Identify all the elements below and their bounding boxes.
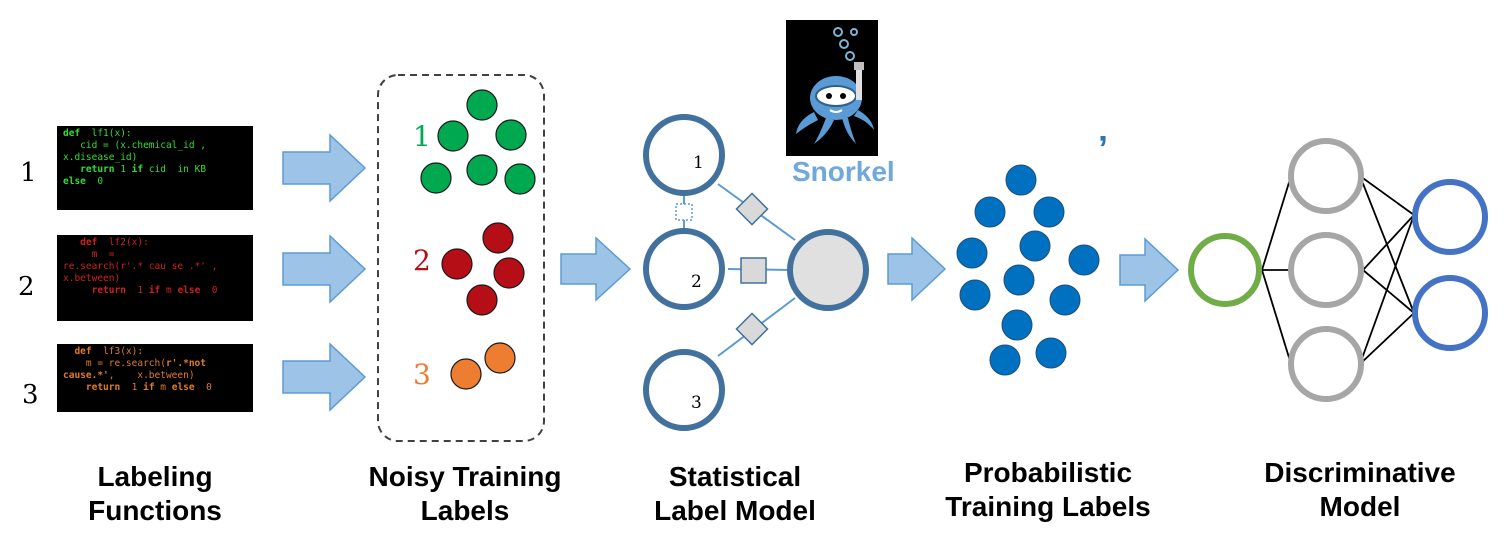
code-text: m [154, 382, 172, 393]
arrow-icon [887, 236, 947, 302]
code-text: re.search(r'.* cau se .*' , [63, 261, 218, 272]
code-line: x.between) [63, 273, 247, 285]
code-line: m = re.search(r'.*not [63, 358, 247, 370]
code-keyword: cause.*' [63, 370, 109, 381]
caption-labeling-functions: Labeling Functions [55, 460, 255, 528]
code-line: return 1 if m else 0 [63, 382, 247, 394]
caption-label-model-line2: Label Model [654, 495, 816, 526]
code-line: m = [63, 249, 247, 261]
code-keyword: else [177, 285, 201, 296]
code-text: cid in KB [143, 164, 207, 175]
code-line: def lf3(x): [63, 346, 247, 358]
code-line: cid = (x.chemical_id , [63, 140, 247, 152]
code-keyword: r'.*not [165, 358, 206, 369]
node-icon [643, 114, 725, 431]
code-keyword: def [80, 237, 98, 248]
dotted-factor-icon [675, 203, 693, 221]
code-text: cid = (x.chemical_id , [63, 140, 206, 151]
code-text: 0 [200, 285, 218, 296]
arrow-icon [1119, 237, 1180, 303]
label-model-node-3-number: 3 [691, 393, 702, 413]
input-neuron-icon [1188, 233, 1262, 307]
labeling-function-1-code: def lf1(x): cid = (x.chemical_id ,x.dise… [57, 126, 253, 210]
caption-noisy-labels-line1: Noisy Training [368, 461, 562, 492]
noisy-group-3-number: 3 [413, 358, 431, 391]
prime-mark: ’ [1098, 128, 1109, 169]
caption-prob-labels: Probabilistic Training Labels [908, 456, 1188, 524]
caption-prob-labels-line1: Probabilistic [963, 457, 1133, 488]
noisy-group-2-number: 2 [413, 244, 431, 277]
code-keyword: if [148, 285, 161, 296]
noisy-group-3-dots [450, 342, 516, 390]
caption-noisy-labels-line2: Labels [420, 495, 510, 526]
output-neuron-icon [1412, 179, 1488, 351]
code-line: def lf2(x): [63, 237, 247, 249]
code-text: 0 [85, 176, 104, 187]
code-text: , x.between) [108, 370, 195, 381]
caption-prob-labels-line2: Training Labels [945, 491, 1151, 522]
caption-labeling-functions-line1: Labeling [97, 461, 213, 492]
code-line: else 0 [63, 176, 247, 188]
factor-icon [735, 192, 769, 346]
code-line: x.disease_id) [63, 152, 247, 164]
code-text: x.between) [63, 273, 121, 284]
code-line: cause.*', x.between) [63, 370, 247, 382]
snorkel-wordmark: Snorkel [792, 156, 895, 187]
code-text: lf1(x): [80, 128, 132, 139]
code-keyword: else [63, 176, 86, 187]
noisy-group-1-number: 1 [413, 120, 431, 153]
code-keyword: if [143, 382, 155, 393]
code-keyword: def [63, 128, 81, 139]
arrow-icon [282, 133, 367, 203]
arrow-icon [282, 234, 367, 304]
code-text: m = re.search( [63, 358, 166, 369]
label-model-node-2-number: 2 [691, 272, 702, 292]
caption-disc-model-line1: Discriminative [1264, 457, 1456, 488]
label-model-node-1-number: 1 [693, 153, 704, 173]
noisy-group-1-dots [420, 89, 536, 195]
code-text: 1 [120, 382, 144, 393]
code-keyword: return [85, 382, 121, 393]
caption-noisy-labels: Noisy Training Labels [335, 460, 595, 528]
code-text: lf3(x): [91, 346, 144, 357]
noisy-labels-box [377, 74, 545, 442]
code-keyword: return [80, 164, 115, 175]
caption-disc-model-line2: Model [1319, 491, 1401, 522]
code-line: re.search(r'.* cau se .*' , [63, 261, 247, 273]
arrow-icon [560, 236, 632, 302]
code-keyword: def [74, 346, 92, 357]
noisy-group-2-dots [441, 222, 525, 316]
code-text: m = [63, 249, 115, 260]
code-text: x.disease_id) [63, 152, 138, 163]
code-text: lf2(x): [97, 237, 149, 248]
code-text: m [160, 285, 178, 296]
caption-label-model: Statistical Label Model [615, 460, 855, 528]
caption-disc-model: Discriminative Model [1230, 456, 1490, 524]
octopus-logo-icon [796, 27, 874, 144]
code-text: 1 [114, 164, 132, 175]
caption-labeling-functions-line2: Functions [88, 495, 222, 526]
network-edges [1261, 175, 1415, 365]
labeling-function-3-number: 3 [22, 380, 39, 410]
probabilistic-label-dots [956, 164, 1100, 376]
code-keyword: if [131, 164, 144, 175]
code-keyword: return [91, 285, 126, 296]
labeling-function-2-code: def lf2(x): m =re.search(r'.* cau se .*'… [57, 235, 253, 321]
code-keyword: else [171, 382, 195, 393]
code-line: return 1 if cid in KB [63, 164, 247, 176]
code-line: return 1 if m else 0 [63, 285, 247, 297]
code-text: 1 [125, 285, 149, 296]
code-line: def lf1(x): [63, 128, 247, 140]
code-text: 0 [194, 382, 212, 393]
labeling-function-2-number: 2 [18, 272, 35, 302]
hidden-neuron-icon [1288, 138, 1364, 402]
snorkel-logo [786, 20, 878, 156]
labeling-function-1-number: 1 [20, 158, 37, 188]
arrow-icon [282, 342, 367, 412]
caption-label-model-line1: Statistical [668, 461, 802, 492]
latent-node-icon [787, 229, 869, 311]
